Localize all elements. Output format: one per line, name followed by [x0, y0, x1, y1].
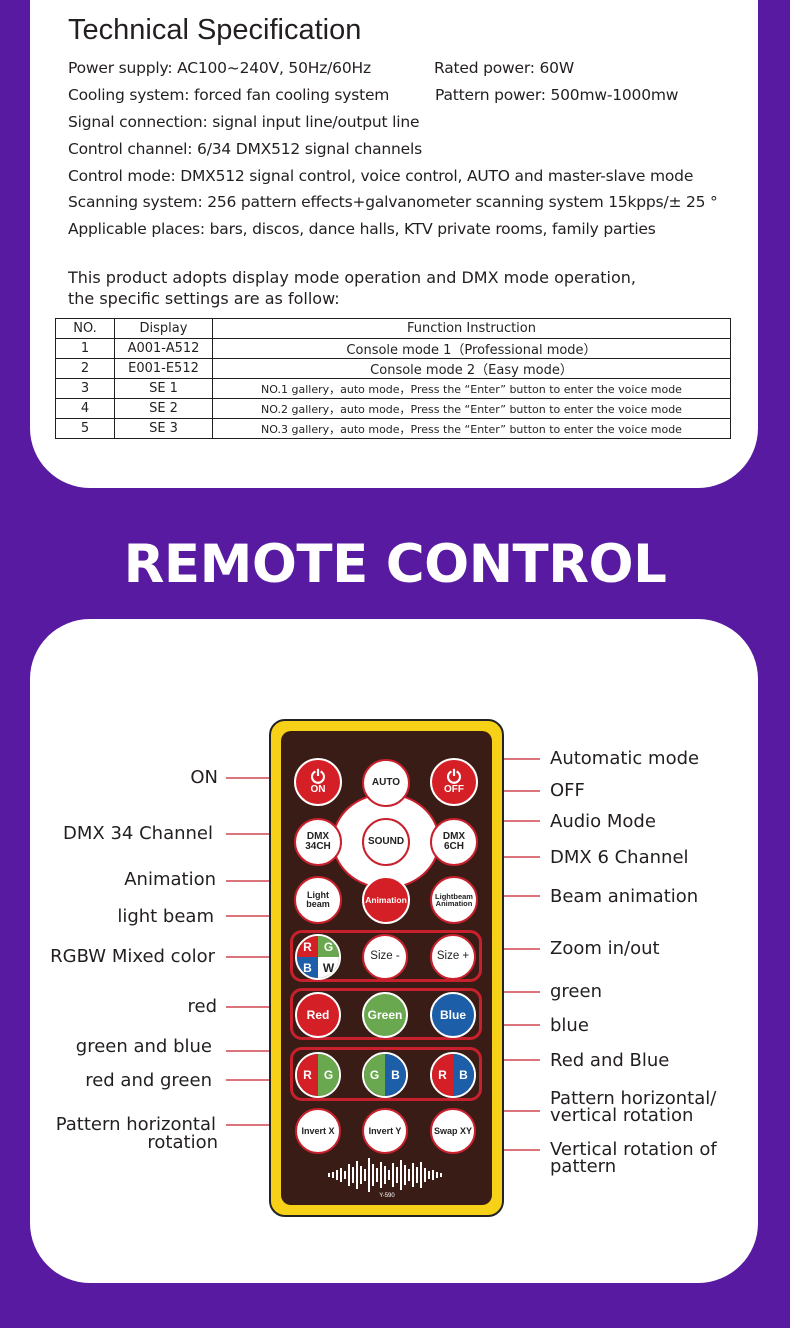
rg-r: R: [297, 1054, 318, 1096]
model-label: Y-590: [379, 1193, 395, 1199]
label-beam-animation: Beam animation: [550, 886, 699, 907]
table-cell: A001-A512: [114, 338, 213, 359]
off-button[interactable]: ⏻ OFF: [430, 758, 478, 806]
beam-animation-line1: Lightbeam: [435, 891, 473, 901]
gb-b: B: [385, 1054, 406, 1096]
rb-r: R: [432, 1054, 453, 1096]
label-vertical-2: pattern: [550, 1156, 617, 1177]
sound-button[interactable]: SOUND: [362, 818, 410, 866]
dmx34-line1: DMX: [306, 831, 330, 842]
rgbw-button[interactable]: R G B W: [295, 934, 341, 980]
label-pattern-hv-1: Pattern horizontal/: [550, 1088, 717, 1109]
table-header: NO.: [55, 318, 115, 339]
auto-button[interactable]: AUTO: [362, 759, 410, 807]
label-red: red: [187, 996, 217, 1017]
table-cell: SE 3: [114, 418, 213, 439]
invert-x-button[interactable]: Invert X: [295, 1108, 341, 1154]
label-pattern-hv-2: vertical rotation: [550, 1105, 694, 1126]
spec-line: Signal connection: signal input line/out…: [68, 113, 420, 131]
dmx6-button[interactable]: DMX 6CH: [430, 818, 478, 866]
on-button[interactable]: ⏻ ON: [294, 758, 342, 806]
blue-button[interactable]: Blue: [430, 992, 476, 1038]
off-button-label: OFF: [444, 784, 464, 795]
label-pattern-h-2: rotation: [147, 1132, 218, 1153]
dmx34-line2: 34CH: [305, 841, 331, 852]
power-icon: ⏻: [310, 767, 326, 787]
label-green-blue: green and blue: [75, 1036, 212, 1057]
label-light-beam: light beam: [117, 906, 214, 927]
label-animation: Animation: [124, 869, 216, 890]
pattern-power: Pattern power: 500mw-1000mw: [435, 86, 679, 104]
animation-button[interactable]: Animation: [362, 876, 410, 924]
dmx6-line2: 6CH: [443, 841, 464, 852]
table-header-row: NO. Display Function Instruction: [55, 318, 731, 339]
spec-line: Control mode: DMX512 signal control, voi…: [68, 167, 694, 185]
rgbw-r: R: [297, 936, 318, 957]
table-cell: Console mode 1（Professional mode）: [212, 338, 731, 359]
rgbw-g: G: [318, 936, 339, 957]
green-blue-button[interactable]: G B: [362, 1052, 408, 1098]
size-plus-button[interactable]: Size +: [430, 934, 476, 980]
label-zoom: Zoom in/out: [550, 938, 660, 959]
table-cell: E001-E512: [114, 358, 213, 379]
label-red-green: red and green: [85, 1070, 212, 1091]
green-button[interactable]: Green: [362, 992, 408, 1038]
spec-title: Technical Specification: [68, 14, 362, 46]
label-on: ON: [190, 767, 218, 788]
spec-line: Power supply: AC100~240V, 50Hz/60Hz: [68, 59, 371, 77]
table-cell: NO.2 gallery，auto mode，Press the “Enter”…: [212, 398, 731, 419]
light-beam-line1: Light: [307, 890, 329, 900]
power-icon: ⏻: [446, 767, 462, 787]
table-cell: 5: [55, 418, 115, 439]
table-cell: SE 1: [114, 378, 213, 399]
rb-b: B: [453, 1054, 474, 1096]
spec-line: Cooling system: forced fan cooling syste…: [68, 86, 390, 104]
label-dmx34: DMX 34 Channel: [63, 823, 213, 844]
dmx6-line1: DMX: [442, 831, 466, 842]
label-pattern-h-1: Pattern horizontal: [55, 1114, 216, 1135]
light-beam-button[interactable]: Light beam: [294, 876, 342, 924]
light-beam-line2: beam: [306, 899, 330, 909]
on-button-label: ON: [310, 784, 326, 795]
red-blue-button[interactable]: R B: [430, 1052, 476, 1098]
table-cell: NO.3 gallery，auto mode，Press the “Enter”…: [212, 418, 731, 439]
table-cell: SE 2: [114, 398, 213, 419]
rated-power: Rated power: 60W: [434, 59, 574, 77]
intro-line: This product adopts display mode operati…: [68, 268, 636, 287]
rgbw-b: B: [297, 957, 318, 978]
spec-line: Scanning system: 256 pattern effects+gal…: [68, 193, 718, 211]
label-off: OFF: [550, 780, 585, 801]
red-green-button[interactable]: R G: [295, 1052, 341, 1098]
spec-card: Technical Specification Power supply: AC…: [30, 0, 758, 488]
table-header: Display: [114, 318, 213, 339]
table-header: Function Instruction: [212, 318, 731, 339]
spec-line: Applicable places: bars, discos, dance h…: [68, 220, 656, 238]
label-auto-mode: Automatic mode: [550, 748, 700, 769]
intro-line: the specific settings are as follow:: [68, 289, 340, 308]
gb-g: G: [364, 1054, 385, 1096]
label-dmx6: DMX 6 Channel: [550, 847, 689, 868]
label-green: green: [550, 981, 602, 1002]
label-red-blue: Red and Blue: [550, 1050, 670, 1071]
label-blue: blue: [550, 1015, 589, 1036]
rg-g: G: [318, 1054, 339, 1096]
dmx34-button[interactable]: DMX 34CH: [294, 818, 342, 866]
beam-animation-line2: Animation: [435, 899, 473, 908]
label-rgbw: RGBW Mixed color: [50, 946, 215, 967]
beam-animation-button[interactable]: Lightbeam Animation: [430, 876, 478, 924]
label-audio-mode: Audio Mode: [550, 811, 656, 832]
spec-line: Control channel: 6/34 DMX512 signal chan…: [68, 140, 422, 158]
label-vertical-1: Vertical rotation of: [550, 1139, 717, 1160]
invert-y-button[interactable]: Invert Y: [362, 1108, 408, 1154]
red-button[interactable]: Red: [295, 992, 341, 1038]
remote-heading: REMOTE CONTROL: [123, 534, 667, 595]
soundwave-icon: [328, 1158, 442, 1192]
size-minus-button[interactable]: Size -: [362, 934, 408, 980]
swap-xy-button[interactable]: Swap XY: [430, 1108, 476, 1154]
rgbw-w: W: [318, 957, 339, 978]
